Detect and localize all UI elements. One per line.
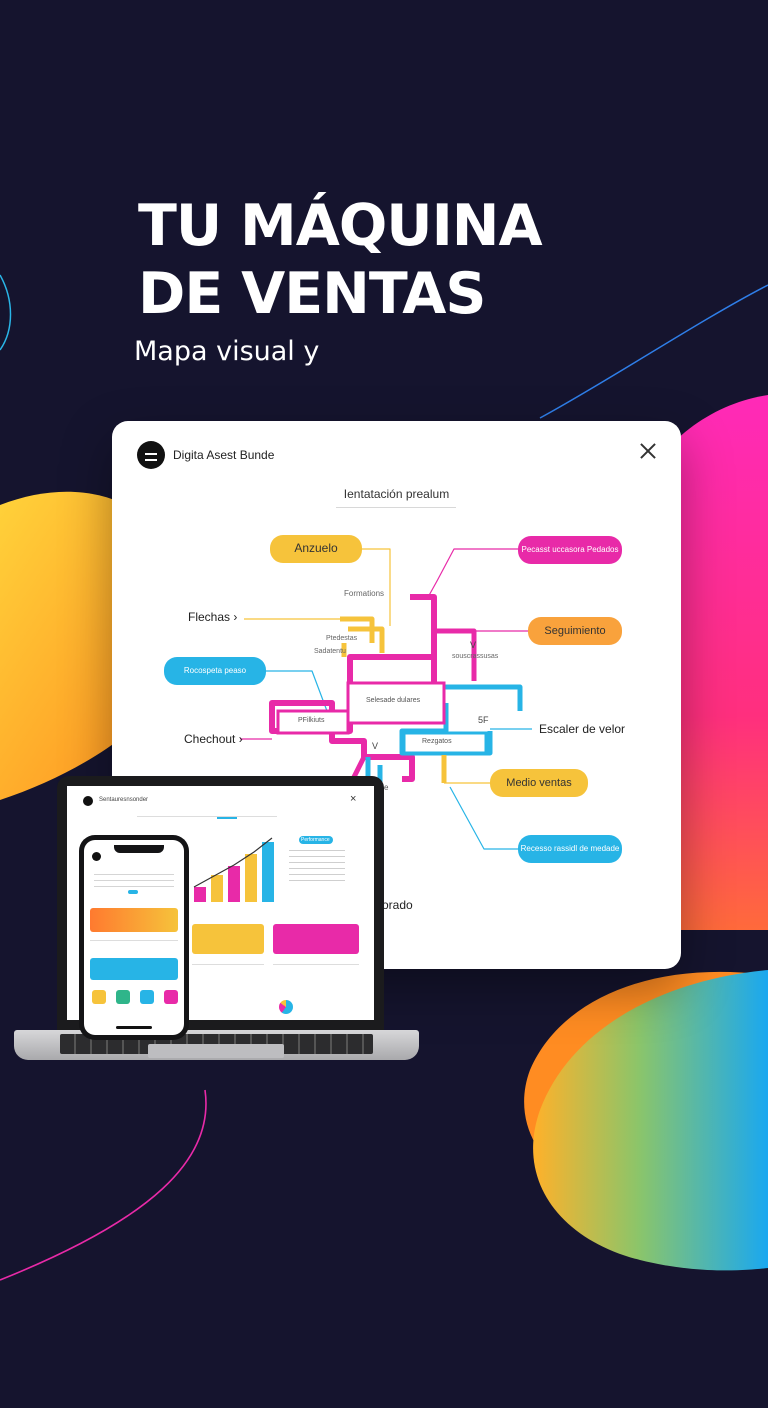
label-mid-note: souscrassusas: [452, 653, 499, 660]
label-v-mark-2: V: [372, 741, 379, 751]
laptop-card-yellow: [192, 924, 264, 954]
connector-anzuelo: [362, 548, 391, 626]
label-flechas-text: Flechas: [188, 610, 231, 624]
rezgatos-box: [402, 731, 488, 755]
center-box: [346, 681, 446, 725]
node-bottom-right[interactable]: Recesso rassidl de medade: [518, 835, 622, 863]
laptop-chip-label: Performance: [301, 837, 330, 843]
phone-screen: [84, 840, 184, 1035]
node-medio-ventas-label: Medio ventas: [506, 776, 572, 789]
headline-line-2: DE VENTAS: [138, 261, 486, 327]
phone-card-orange: [90, 908, 178, 932]
brand-name: Digita Asest Bunde: [173, 448, 275, 462]
chevron-right-icon: ›: [233, 610, 238, 624]
node-seguimiento[interactable]: Seguimiento: [528, 617, 622, 645]
connector-top-right: [426, 548, 518, 600]
node-left-cyan-label: Rocospeta peaso: [183, 666, 247, 676]
chevron-right-icon: ›: [238, 732, 243, 746]
headline: TU MÁQUINA DE VENTAS: [138, 192, 543, 328]
brand-logo-icon: [137, 441, 165, 469]
phone-rule-1: [90, 940, 178, 941]
phone-text-lines: [94, 874, 174, 892]
label-checkout-text: Chechout: [184, 732, 236, 746]
laptop-text-lines: [289, 850, 345, 886]
label-rd: Sadatentu: [314, 648, 346, 655]
node-bottom-right-label: Recesso rassidl de medade: [520, 844, 620, 854]
node-top-right-label: Pecasst uccasora Pedados: [521, 545, 619, 555]
laptop-bar-1: [194, 887, 206, 902]
laptop-mockup: Sentauresnsonder × Performance: [14, 776, 419, 1086]
cyan-arc-left: [0, 274, 12, 351]
maze-cyan: [365, 684, 523, 805]
phone-accent-dot: [128, 890, 138, 894]
node-anzuelo-label: Anzuelo: [294, 541, 338, 556]
pfilkiuts-box: [276, 709, 350, 735]
title-divider: [336, 507, 456, 508]
node-top-right[interactable]: Pecasst uccasora Pedados: [518, 536, 622, 564]
subheadline: Mapa visual y: [134, 336, 320, 367]
label-five-mark: 5F: [478, 715, 489, 725]
magenta-line-bottom: [0, 1089, 207, 1281]
headline-line-1: TU MÁQUINA: [138, 193, 543, 259]
laptop-screen-header: Sentauresnsonder: [99, 797, 149, 803]
node-left-cyan[interactable]: Rocospeta peaso: [164, 657, 266, 685]
laptop-chip: [299, 836, 333, 844]
node-anzuelo[interactable]: Anzuelo: [270, 535, 362, 563]
label-rezgatos: Rezgatos: [422, 738, 452, 745]
laptop-card-magenta: [273, 924, 359, 954]
node-medio-ventas[interactable]: Medio ventas: [490, 769, 588, 797]
label-checkout: Chechout ›: [184, 732, 243, 746]
phone-notch: [114, 845, 164, 853]
phone-mockup: [79, 835, 189, 1040]
app-icon-2[interactable]: [116, 990, 130, 1004]
node-seguimiento-label: Seguimiento: [544, 624, 606, 637]
laptop-bar-4: [245, 854, 257, 902]
label-pfilkiuts: PFilkiuts: [298, 717, 325, 724]
label-v-mark: V: [470, 640, 477, 650]
map-title: Ientatación prealum: [343, 487, 450, 501]
label-dot-note: Ptedestas: [326, 635, 358, 642]
connector-left-cyan: [264, 670, 328, 712]
brand-logo-icon: [92, 852, 101, 861]
brand-logo-icon: [83, 796, 93, 806]
laptop-card-rule-2: [273, 964, 359, 965]
label-flechas: Flechas ›: [188, 610, 237, 624]
app-icon-4[interactable]: [164, 990, 178, 1004]
connector-bottom-right: [449, 786, 518, 850]
blue-line: [539, 284, 768, 419]
phone-home-bar: [116, 1026, 152, 1029]
phone-card-cyan: [90, 958, 178, 980]
laptop-bar-3: [228, 866, 240, 902]
laptop-bar-5: [262, 842, 274, 902]
laptop-trackpad: [148, 1044, 284, 1058]
close-icon[interactable]: ×: [350, 793, 357, 805]
laptop-card-rule-1: [192, 964, 264, 965]
label-formations: Formations: [344, 589, 385, 598]
laptop-header-rule: [137, 816, 277, 817]
laptop-pie-icon: [279, 1000, 293, 1014]
bottom-gradient-wave: [533, 970, 768, 1271]
map-connections: [240, 548, 532, 889]
laptop-bar-2: [211, 875, 223, 902]
maze-yellow: [340, 616, 385, 657]
laptop-accent-rule: [217, 817, 237, 819]
laptop-bar-chart: [193, 837, 274, 902]
label-center-box: Selesade dulares: [366, 697, 421, 704]
app-icon-3[interactable]: [140, 990, 154, 1004]
trend-line: [193, 837, 273, 888]
label-escalera: Escaler de velor: [539, 722, 626, 736]
app-icon-1[interactable]: [92, 990, 106, 1004]
